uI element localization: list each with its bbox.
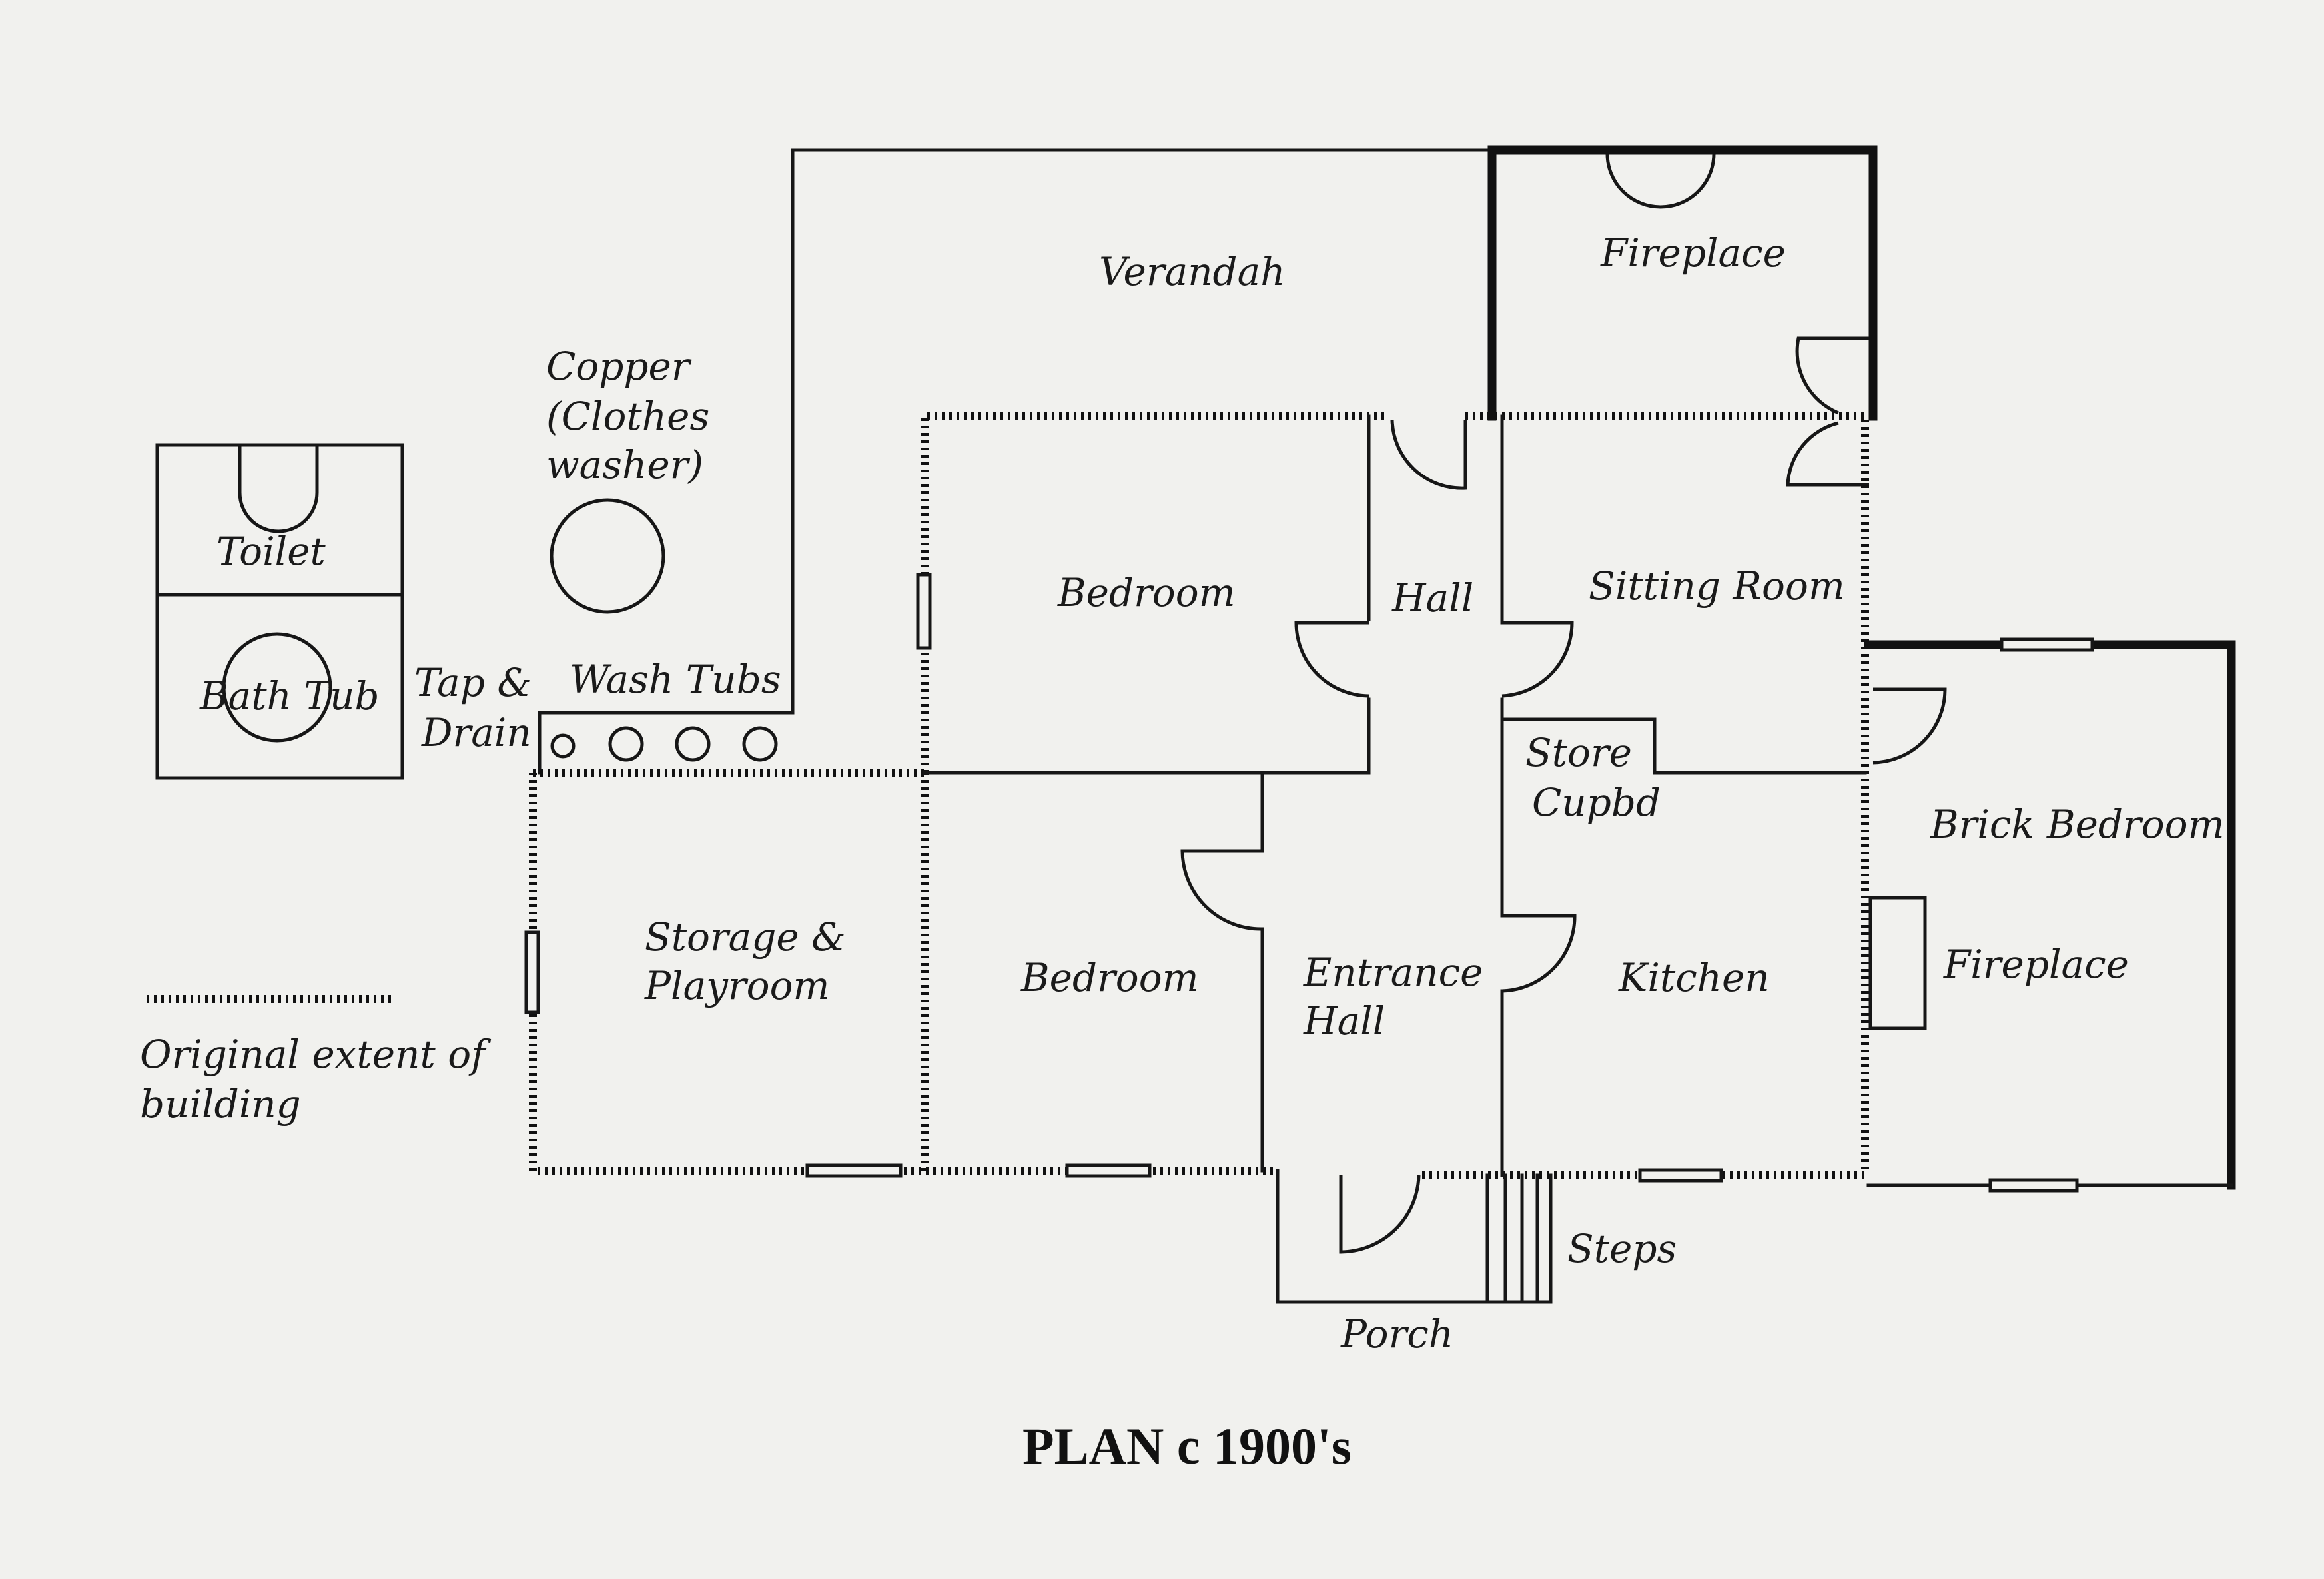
room-label-storage: Storage &	[645, 914, 846, 960]
label-clothes: (Clothes	[546, 394, 709, 439]
label-tap: Tap &	[414, 660, 532, 705]
windows	[524, 573, 2094, 1193]
bath-tub-icon	[222, 632, 332, 743]
room-label-bedroom-bottom: Bedroom	[1020, 955, 1199, 1000]
door-swing-icon	[1795, 336, 1869, 415]
room-label-kitchen: Kitchen	[1618, 955, 1770, 1000]
legend-text-line1: Original extent of	[140, 1032, 492, 1077]
fireplace-right-icon	[1868, 896, 1927, 1030]
room-label-bedroom-top: Bedroom	[1057, 570, 1236, 615]
label-copper: Copper	[546, 344, 692, 389]
room-label-sitting-room: Sitting Room	[1589, 563, 1845, 609]
porch-steps	[1276, 1169, 1553, 1304]
doors	[1180, 419, 1577, 993]
verandah-outline	[538, 148, 1494, 775]
copper-icon	[550, 498, 665, 614]
door-swing-icon	[1872, 687, 1947, 765]
door-swing-icon	[1294, 621, 1369, 698]
label-toilet: Toilet	[216, 529, 326, 574]
room-label-hall: Hall	[1391, 575, 1473, 621]
door-swing-icon	[1501, 914, 1577, 993]
original-extent-walls	[529, 412, 1869, 1179]
toilet-bath-block	[155, 443, 404, 780]
brick-bedroom-walls	[1864, 640, 2236, 1190]
toilet-icon	[238, 445, 319, 533]
room-label-fireplace-right: Fireplace	[1943, 942, 2129, 987]
room-label-steps: Steps	[1567, 1226, 1677, 1271]
plan-title: PLAN c 1900's	[1022, 1417, 1352, 1475]
label-washer: washer)	[546, 442, 703, 487]
label-drain: Drain	[421, 710, 532, 755]
door-swing-icon	[1180, 849, 1263, 931]
door-swing-icon	[1390, 419, 1467, 490]
room-label-playroom: Playroom	[644, 963, 829, 1008]
room-label-entrance: Entrance	[1303, 950, 1483, 995]
room-label-verandah: Verandah	[1099, 249, 1286, 294]
fireplace-room-walls	[1487, 145, 1878, 487]
front-door-icon	[1339, 1175, 1421, 1254]
room-label-cupbd: Cupbd	[1532, 780, 1661, 825]
room-label-store: Store	[1525, 730, 1632, 775]
room-label-porch: Porch	[1340, 1311, 1453, 1357]
label-wash-tubs: Wash Tubs	[570, 657, 781, 702]
room-label-brick-bedroom: Brick Bedroom	[1930, 802, 2225, 847]
room-label-fireplace-top: Fireplace	[1600, 230, 1786, 276]
wash-tubs-icons	[550, 726, 778, 762]
door-swing-icon	[1786, 421, 1869, 487]
label-bath-tub: Bath Tub	[199, 673, 379, 719]
door-swing-icon	[1501, 621, 1574, 698]
room-label-entrance-hall: Hall	[1303, 998, 1385, 1044]
interior-walls	[923, 414, 1867, 1177]
legend-text-line2: building	[140, 1082, 301, 1127]
fireplace-top-icon	[1605, 153, 1716, 209]
